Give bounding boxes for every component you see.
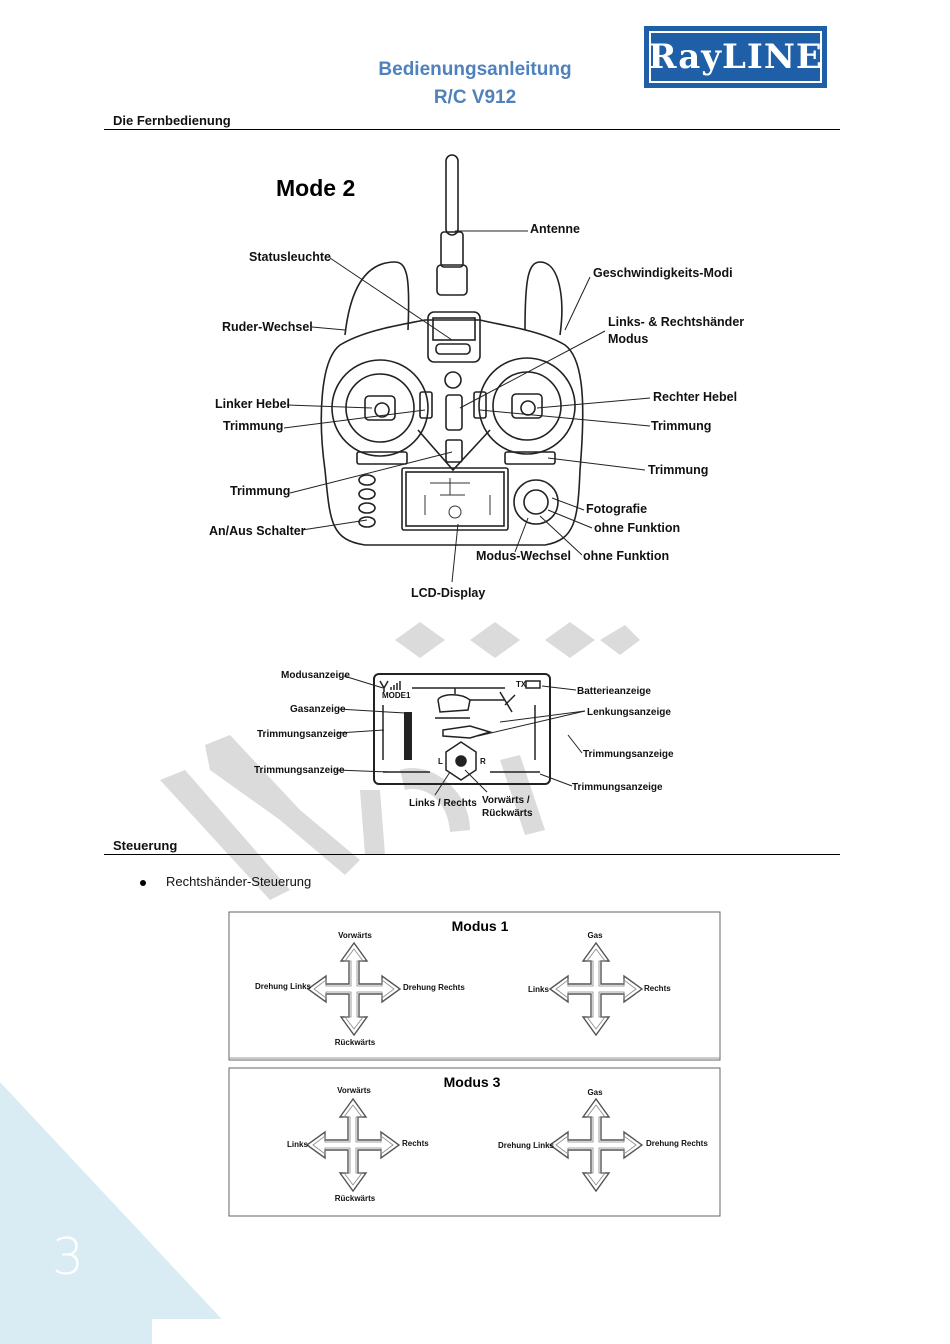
lcd-r-text: R [480,757,486,766]
mode-1-right-up: Gas [587,931,603,940]
lcd-mode-text: MODE1 [382,691,411,700]
label-trimmung-left-2: Trimmung [230,484,290,498]
remote-leader-lines [283,230,651,583]
mode-3-right-up: Gas [587,1088,603,1097]
page-number: 3 [52,1228,84,1286]
label-trimmungsanzeige-r2: Trimmungsanzeige [572,782,663,793]
mode-3-right-left: Drehung Links [498,1141,555,1150]
label-lenkungsanzeige: Lenkungsanzeige [587,707,671,718]
label-statusleuchte: Statusleuchte [249,250,331,264]
label-trimmungsanzeige-r1: Trimmungsanzeige [583,749,674,760]
mode-3-left-right: Rechts [402,1139,429,1148]
mode-box-1: Modus 1 Vorwärts Rückwärts Drehung Links… [228,911,721,1061]
lcd-labels: Modusanzeige Batterieanzeige Gasanzeige … [254,670,674,819]
label-rueckwaerts: Rückwärts [482,808,533,819]
doc-subtitle: R/C V912 [433,87,517,108]
label-ruder-wechsel: Ruder-Wechsel [222,320,313,334]
label-gasanzeige: Gasanzeige [290,704,346,715]
label-geschwindigkeits-modi: Geschwindigkeits-Modi [593,266,733,280]
mode-1-right-arrows [549,942,643,1036]
label-ohne-funktion-1: ohne Funktion [594,521,680,535]
mode-1-title: Modus 1 [452,918,509,934]
label-linker-hebel: Linker Hebel [215,397,290,411]
bullet-item: Rechtshänder-Steuerung [140,874,311,889]
label-links-rechts: Links / Rechts [409,798,477,809]
lcd-tx-text: TX [516,680,527,689]
label-trimmung-right-1: Trimmung [651,419,711,433]
mode-3-left-left: Links [287,1140,308,1149]
label-lcd-display: LCD-Display [411,586,485,600]
mode-3-right-arrows [549,1098,643,1192]
footer-strip [152,1319,348,1344]
label-batterieanzeige: Batterieanzeige [577,686,651,697]
mode-1-right-right: Rechts [644,984,671,993]
mode-1-left-left: Drehung Links [255,982,312,991]
label-trimmungsanzeige-l1: Trimmungsanzeige [257,729,348,740]
mode-3-right-right: Drehung Rechts [646,1139,708,1148]
mode-box-3: Modus 3 Vorwärts Rückwärts Links Rechts … [228,1067,721,1217]
label-trimmung-right-2: Trimmung [648,463,708,477]
lcd-mini-content [424,478,491,519]
mode-3-title: Modus 3 [444,1074,501,1090]
label-links-rechts-modus-2: Modus [608,332,648,346]
remote-labels: Antenne Statusleuchte Geschwindigkeits-M… [209,222,744,600]
label-rechter-hebel: Rechter Hebel [653,390,737,404]
brand-logo: RayLINE [644,26,827,88]
mode-1-left-down: Rückwärts [335,1038,376,1047]
mode-title: Mode 2 [276,175,355,201]
bullet-dot [140,879,146,886]
label-trimmungsanzeige-l2: Trimmungsanzeige [254,765,345,776]
mode-3-left-arrows [306,1098,400,1192]
doc-title: Bedienungsanleitung [378,59,572,80]
label-vorwaerts: Vorwärts / [482,795,530,806]
remote-drawing [320,154,584,546]
label-trimmung-left-1: Trimmung [223,419,283,433]
brand-logo-text: RayLINE [648,31,822,83]
label-antenne: Antenne [530,222,580,236]
label-fotografie: Fotografie [586,502,647,516]
lcd-frame [373,673,551,785]
label-modus-wechsel: Modus-Wechsel [476,549,571,563]
mode-1-left-arrows [307,942,401,1036]
lcd-leader-lines [335,675,586,796]
mode-3-left-up: Vorwärts [337,1086,371,1095]
mode-3-left-down: Rückwärts [335,1194,376,1203]
label-ohne-funktion-2: ohne Funktion [583,549,669,563]
mode-1-left-right: Drehung Rechts [403,983,465,992]
label-an-aus-schalter: An/Aus Schalter [209,524,306,538]
label-links-rechts-modus-1: Links- & Rechtshänder [608,315,744,329]
lcd-screen-content: MODE1 TX L R [379,680,541,781]
lcd-l-text: L [438,757,443,766]
mode-1-left-up: Vorwärts [338,931,372,940]
label-modusanzeige: Modusanzeige [281,670,350,681]
mode-1-right-left: Links [528,985,549,994]
bullet-text: Rechtshänder-Steuerung [166,874,312,889]
section-heading-remote: Die Fernbedienung [104,113,840,130]
section-heading-control: Steuerung [104,838,840,855]
